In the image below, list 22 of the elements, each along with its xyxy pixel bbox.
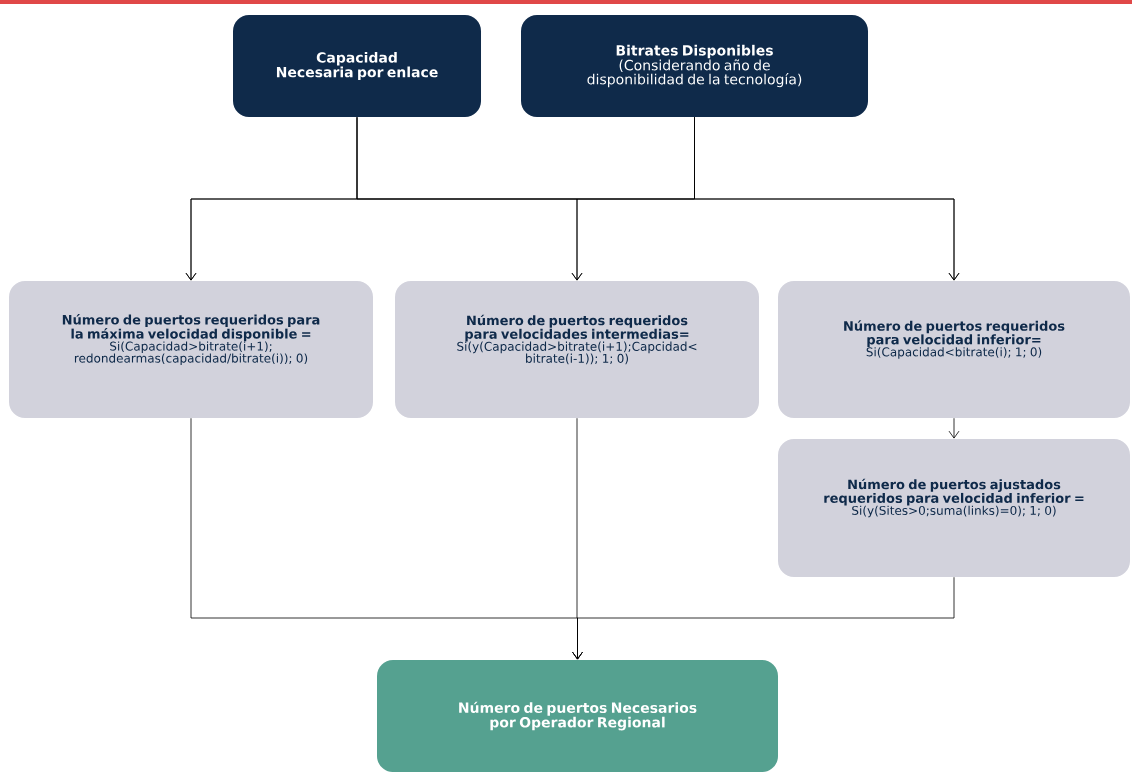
node-label: Si(Capacidad<bitrate(i); 1; 0) [866, 347, 1042, 359]
node-label: Número de puertos ajustados requeridos para velocidad inferior = [824, 478, 1084, 506]
arrow [694, 116, 960, 281]
node-label: Capacidad Necesaria por enlace [276, 51, 438, 81]
node-label: Si(Capacidad>bitrate(i+1); redondearmas(capacidad/bitrate(i)); 0) [74, 341, 308, 365]
arrow [572, 576, 955, 660]
result-box [377, 660, 778, 772]
node-label: Bitrates Disponibles [616, 44, 773, 59]
node-label: Si(y(Sites>0;suma(links)=0); 1; 0) [852, 505, 1056, 518]
formula-box [9, 281, 373, 418]
process-box [521, 15, 868, 117]
node-label: Número de puertos Necesarios por Operador Regional [459, 701, 697, 731]
formula-box [778, 281, 1130, 418]
formula-box [395, 281, 759, 418]
node-label: Número de puertos requeridos para velocidad inferior= [844, 320, 1065, 347]
node-label: (Considerando año de disponibilidad de la tecnología) [587, 59, 802, 88]
process-box [233, 15, 481, 117]
node-label: Número de puertos requeridos para la máxima velocidad disponible = [62, 314, 320, 342]
node-label: Número de puertos requeridos para velocidades intermedias= [465, 314, 689, 342]
node-label: Si(y(Capacidad>bitrate(i+1);Capcidad< bitrate(i-1)); 1; 0) [457, 341, 697, 365]
formula-box [778, 439, 1130, 577]
arrow [948, 417, 960, 439]
